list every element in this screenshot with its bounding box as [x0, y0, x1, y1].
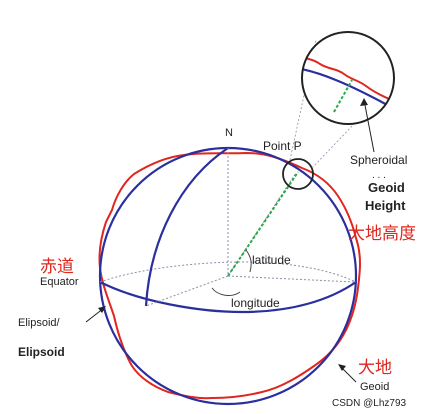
point-p-marker: [282, 158, 314, 190]
geoid-height-label-1: Geoid: [368, 180, 405, 195]
ellipsoid-arrowhead: [98, 306, 106, 313]
geoid-height-cn-label: 大地高度: [348, 224, 416, 244]
zoom-height-line: [333, 79, 353, 113]
geoid-height-line: [227, 171, 299, 277]
zoom-geoid: [302, 53, 394, 105]
geoid-height-label-2: Height: [365, 198, 406, 213]
latitude-arc: [245, 249, 252, 273]
north-label: N: [225, 127, 233, 139]
geoid-arrowhead: [338, 364, 346, 371]
zoom-inset: [302, 32, 394, 124]
zoom-line-left: [289, 39, 317, 161]
geoid-cn-label: 大地: [358, 358, 392, 378]
geoid-outline: [98, 151, 361, 400]
longitude-label: longitude: [231, 296, 280, 310]
zoom-ellipsoid: [302, 66, 394, 113]
watermark: CSDN @Lhz793: [332, 398, 407, 409]
zoom-line-right: [311, 123, 355, 169]
zoom-circle: [301, 31, 395, 125]
meridian-arc: [144, 147, 229, 307]
equator-back-line: [99, 261, 357, 283]
geoid-label: Geoid: [360, 381, 389, 393]
spheroidal-arrowhead: [360, 98, 368, 106]
longitude-arc: [211, 287, 241, 296]
latitude-label: latitude: [252, 253, 291, 267]
ellipsoid-label-1: Elipsoid/: [18, 317, 61, 329]
dots-label: . . .: [372, 170, 386, 181]
point-p-label: Point P: [263, 139, 302, 153]
spheroidal-arrow: [363, 99, 375, 153]
radius-line-1: [145, 275, 229, 307]
ellipsoid-label-2: Elipsoid: [18, 345, 65, 359]
equator-line: [99, 281, 357, 314]
radius-line-2: [227, 275, 355, 283]
equator-cn-label: 赤道: [40, 257, 74, 277]
spheroidal-label: Spheroidal: [350, 153, 407, 167]
equator-label: Equator: [40, 276, 79, 288]
